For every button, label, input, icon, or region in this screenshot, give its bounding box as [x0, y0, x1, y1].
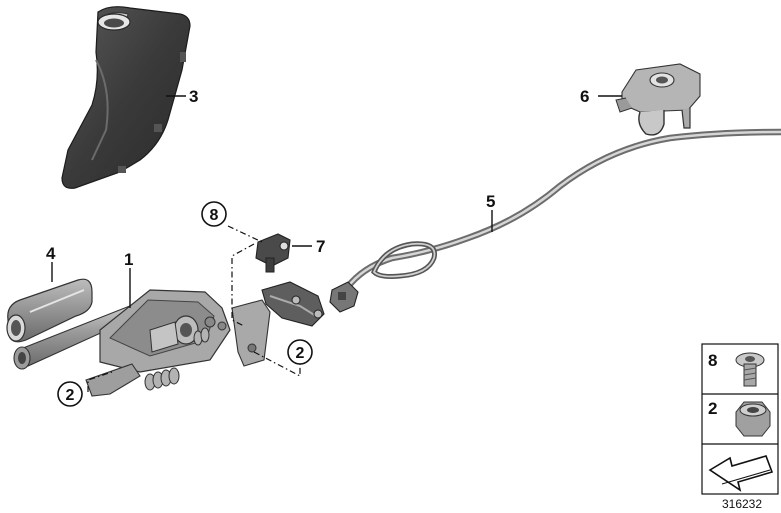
callout-2a-circle: 2 [57, 381, 83, 407]
handbrake-lever-assembly [13, 289, 231, 397]
handbrake-grip [6, 278, 93, 343]
callout-5: 5 [486, 192, 495, 211]
callout-8: 8 [210, 207, 219, 224]
callout-8-circle: 8 [201, 201, 227, 227]
arrow-icon [708, 455, 774, 492]
callout-2a: 2 [66, 387, 75, 404]
callout-1: 1 [124, 250, 133, 269]
callout-2b: 2 [296, 345, 305, 362]
callout-6: 6 [580, 87, 589, 106]
dashline-8 [227, 225, 263, 243]
cable-equalizer [261, 281, 325, 327]
gaiter-boot [61, 6, 191, 189]
switch-part [255, 233, 291, 273]
screw-icon [735, 352, 765, 387]
bracket-plate [231, 299, 271, 367]
dashline-2b [253, 351, 301, 377]
callout-3: 3 [189, 87, 198, 106]
nut-icon [735, 401, 771, 437]
callout-2b-circle: 2 [287, 339, 313, 365]
brake-cable [329, 128, 781, 313]
diagram-number: 316232 [722, 497, 762, 511]
dashline-8-down [231, 243, 255, 327]
callout-7: 7 [316, 237, 325, 256]
legend-label-8: 8 [708, 351, 717, 370]
dashline-2a [87, 371, 113, 392]
cable-clip [615, 63, 701, 136]
callout-4: 4 [46, 244, 56, 263]
hardware-legend: 8 2 [701, 343, 779, 495]
legend-label-2: 2 [708, 399, 717, 418]
